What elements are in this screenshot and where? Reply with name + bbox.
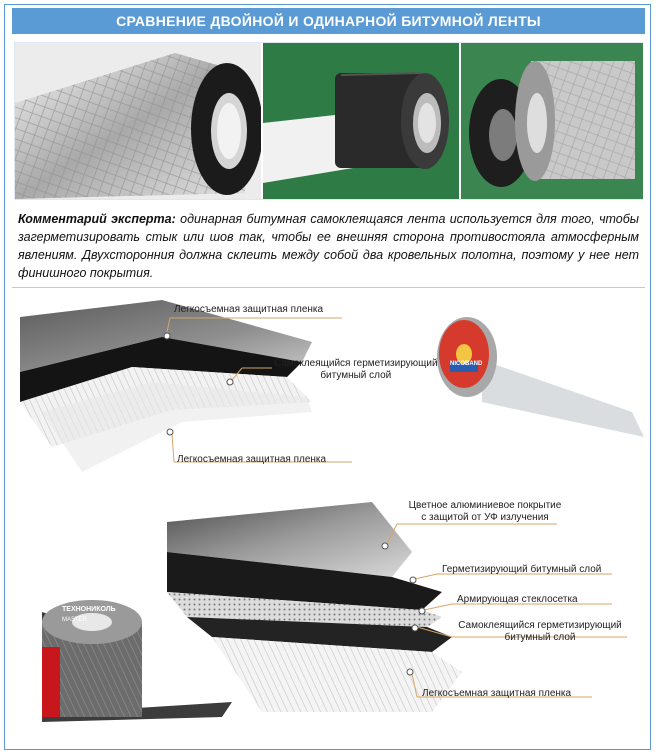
nicoband-roll	[437, 317, 644, 437]
photo-strip	[14, 42, 643, 200]
label-sealing-bitumen: Герметизирующий битумный слой	[442, 564, 602, 575]
top-layer-stack	[20, 300, 312, 472]
technonikol-sub: MASTER	[62, 617, 88, 623]
label-selfadhesive-line1: Самоклеящийся герметизирующий	[458, 620, 622, 631]
label-adhesive-line1: Самоклеящийся герметизирующий	[274, 358, 438, 369]
label-aluminium-line1: Цветное алюминиевое покрытие	[408, 500, 562, 511]
comment-text: одинарная битумная самоклеящаяся лента и…	[18, 212, 639, 280]
nicoband-brand: NICOBAND	[450, 361, 483, 367]
label-protective-film-lower: Легкосъемная защитная пленка	[422, 688, 572, 699]
label-protective-film-top: Легкосъемная защитная пленка	[174, 304, 324, 315]
label-fiberglass-mesh: Армирующая стеклосетка	[457, 594, 578, 605]
label-selfadhesive-layer: Самоклеящийся герметизирующий битумный с…	[450, 620, 630, 644]
divider	[12, 287, 645, 288]
layers-diagram: Легкосъемная защитная пленка Самоклеящий…	[12, 292, 645, 747]
page-title: СРАВНЕНИЕ ДВОЙНОЙ И ОДИНАРНОЙ БИТУМНОЙ Л…	[12, 8, 645, 34]
technonikol-roll	[42, 600, 232, 722]
expert-comment: Комментарий эксперта: одинарная битумная…	[18, 210, 639, 282]
bottom-layer-stack	[167, 502, 462, 712]
label-selfadhesive-line2: битумный слой	[504, 632, 576, 643]
two-rolls-photo	[461, 43, 643, 199]
black-tape-photo	[263, 43, 459, 199]
label-adhesive-line2: битумный слой	[320, 370, 392, 381]
label-protective-film-bottom: Легкосъемная защитная пленка	[177, 454, 327, 465]
foil-tape-photo	[15, 43, 261, 199]
label-aluminium-coating: Цветное алюминиевое покрытие с защитой о…	[400, 500, 570, 524]
technonikol-brand: ТЕХНОНИКОЛЬ	[62, 606, 116, 613]
comment-lead: Комментарий эксперта:	[18, 212, 176, 226]
label-adhesive-layer-top: Самоклеящийся герметизирующий битумный с…	[274, 358, 438, 382]
label-aluminium-line2: с защитой от УФ излучения	[421, 512, 549, 523]
